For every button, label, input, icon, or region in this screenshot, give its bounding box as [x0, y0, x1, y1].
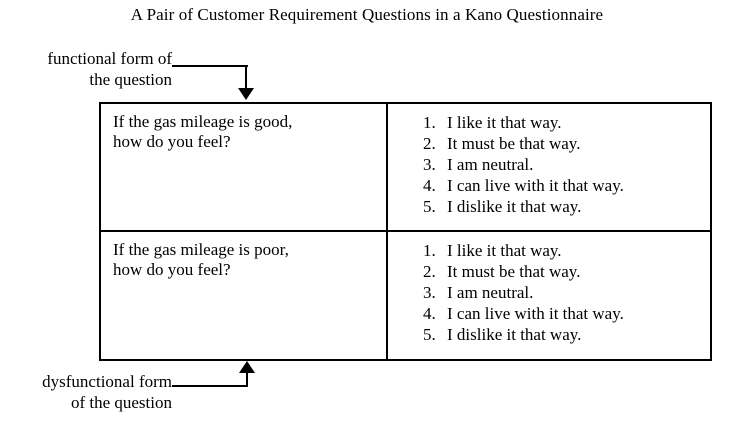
list-item[interactable]: 4. I can live with it that way.	[423, 175, 710, 196]
dysfunctional-answers-cell: 1. I like it that way. 2. It must be tha…	[388, 232, 710, 360]
list-item[interactable]: 2. It must be that way.	[423, 133, 710, 154]
answer-text: I am neutral.	[447, 282, 534, 302]
dysfunctional-form-label: dysfunctional form of the question	[4, 371, 172, 413]
answer-text: I dislike it that way.	[447, 324, 582, 344]
answer-number: 1.	[423, 113, 436, 132]
functional-form-label-line1: functional form of	[47, 49, 172, 68]
functional-leader-horizontal	[172, 65, 248, 67]
answer-number: 2.	[423, 134, 436, 153]
answer-text: I like it that way.	[447, 240, 562, 260]
list-item[interactable]: 5. I dislike it that way.	[423, 196, 710, 217]
list-item[interactable]: 3. I am neutral.	[423, 154, 710, 175]
arrow-up-icon	[239, 361, 255, 373]
functional-form-label-line2: the question	[89, 70, 172, 89]
dysfunctional-form-label-line1: dysfunctional form	[42, 372, 172, 391]
answer-text: It must be that way.	[447, 134, 581, 153]
list-item[interactable]: 2. It must be that way.	[423, 261, 710, 282]
answer-number: 4.	[423, 303, 436, 323]
table-row-dysfunctional: If the gas mileage is poor, how do you f…	[101, 231, 710, 360]
functional-question-line1: If the gas mileage is good,	[113, 112, 293, 131]
dysfunctional-leader-vertical	[246, 372, 248, 386]
arrow-down-icon	[238, 88, 254, 100]
functional-question-cell: If the gas mileage is good, how do you f…	[101, 104, 388, 230]
dysfunctional-leader-horizontal	[172, 385, 248, 387]
functional-form-label: functional form of the question	[8, 48, 172, 90]
answer-number: 4.	[423, 176, 436, 195]
table-row-functional: If the gas mileage is good, how do you f…	[101, 104, 710, 232]
answer-number: 1.	[423, 240, 436, 260]
functional-question-line2: how do you feel?	[113, 132, 231, 151]
answer-text: I can live with it that way.	[447, 303, 624, 323]
dysfunctional-form-label-line2: of the question	[70, 393, 172, 412]
answer-number: 3.	[423, 155, 436, 174]
answer-text: I can live with it that way.	[447, 176, 624, 195]
list-item[interactable]: 1. I like it that way.	[423, 240, 710, 261]
answer-number: 2.	[423, 261, 436, 281]
answer-text: I dislike it that way.	[447, 197, 582, 216]
list-item[interactable]: 5. I dislike it that way.	[423, 324, 710, 345]
list-item[interactable]: 3. I am neutral.	[423, 282, 710, 303]
answer-number: 3.	[423, 282, 436, 302]
answer-text: I like it that way.	[447, 113, 562, 132]
answer-text: I am neutral.	[447, 155, 534, 174]
functional-answers-list: 1. I like it that way. 2. It must be tha…	[423, 112, 710, 217]
kano-questionnaire-table: If the gas mileage is good, how do you f…	[99, 102, 712, 361]
answer-number: 5.	[423, 197, 436, 216]
diagram-title: A Pair of Customer Requirement Questions…	[130, 5, 604, 24]
answer-text: It must be that way.	[447, 261, 581, 281]
functional-answers-cell: 1. I like it that way. 2. It must be tha…	[388, 104, 710, 230]
list-item[interactable]: 4. I can live with it that way.	[423, 303, 710, 324]
dysfunctional-question-cell: If the gas mileage is poor, how do you f…	[101, 231, 388, 359]
list-item[interactable]: 1. I like it that way.	[423, 112, 710, 133]
dysfunctional-question-line2: how do you feel?	[113, 259, 231, 279]
functional-leader-vertical	[245, 65, 247, 91]
dysfunctional-question-line1: If the gas mileage is poor,	[113, 239, 289, 259]
dysfunctional-answers-list: 1. I like it that way. 2. It must be tha…	[423, 240, 710, 345]
answer-number: 5.	[423, 324, 436, 344]
